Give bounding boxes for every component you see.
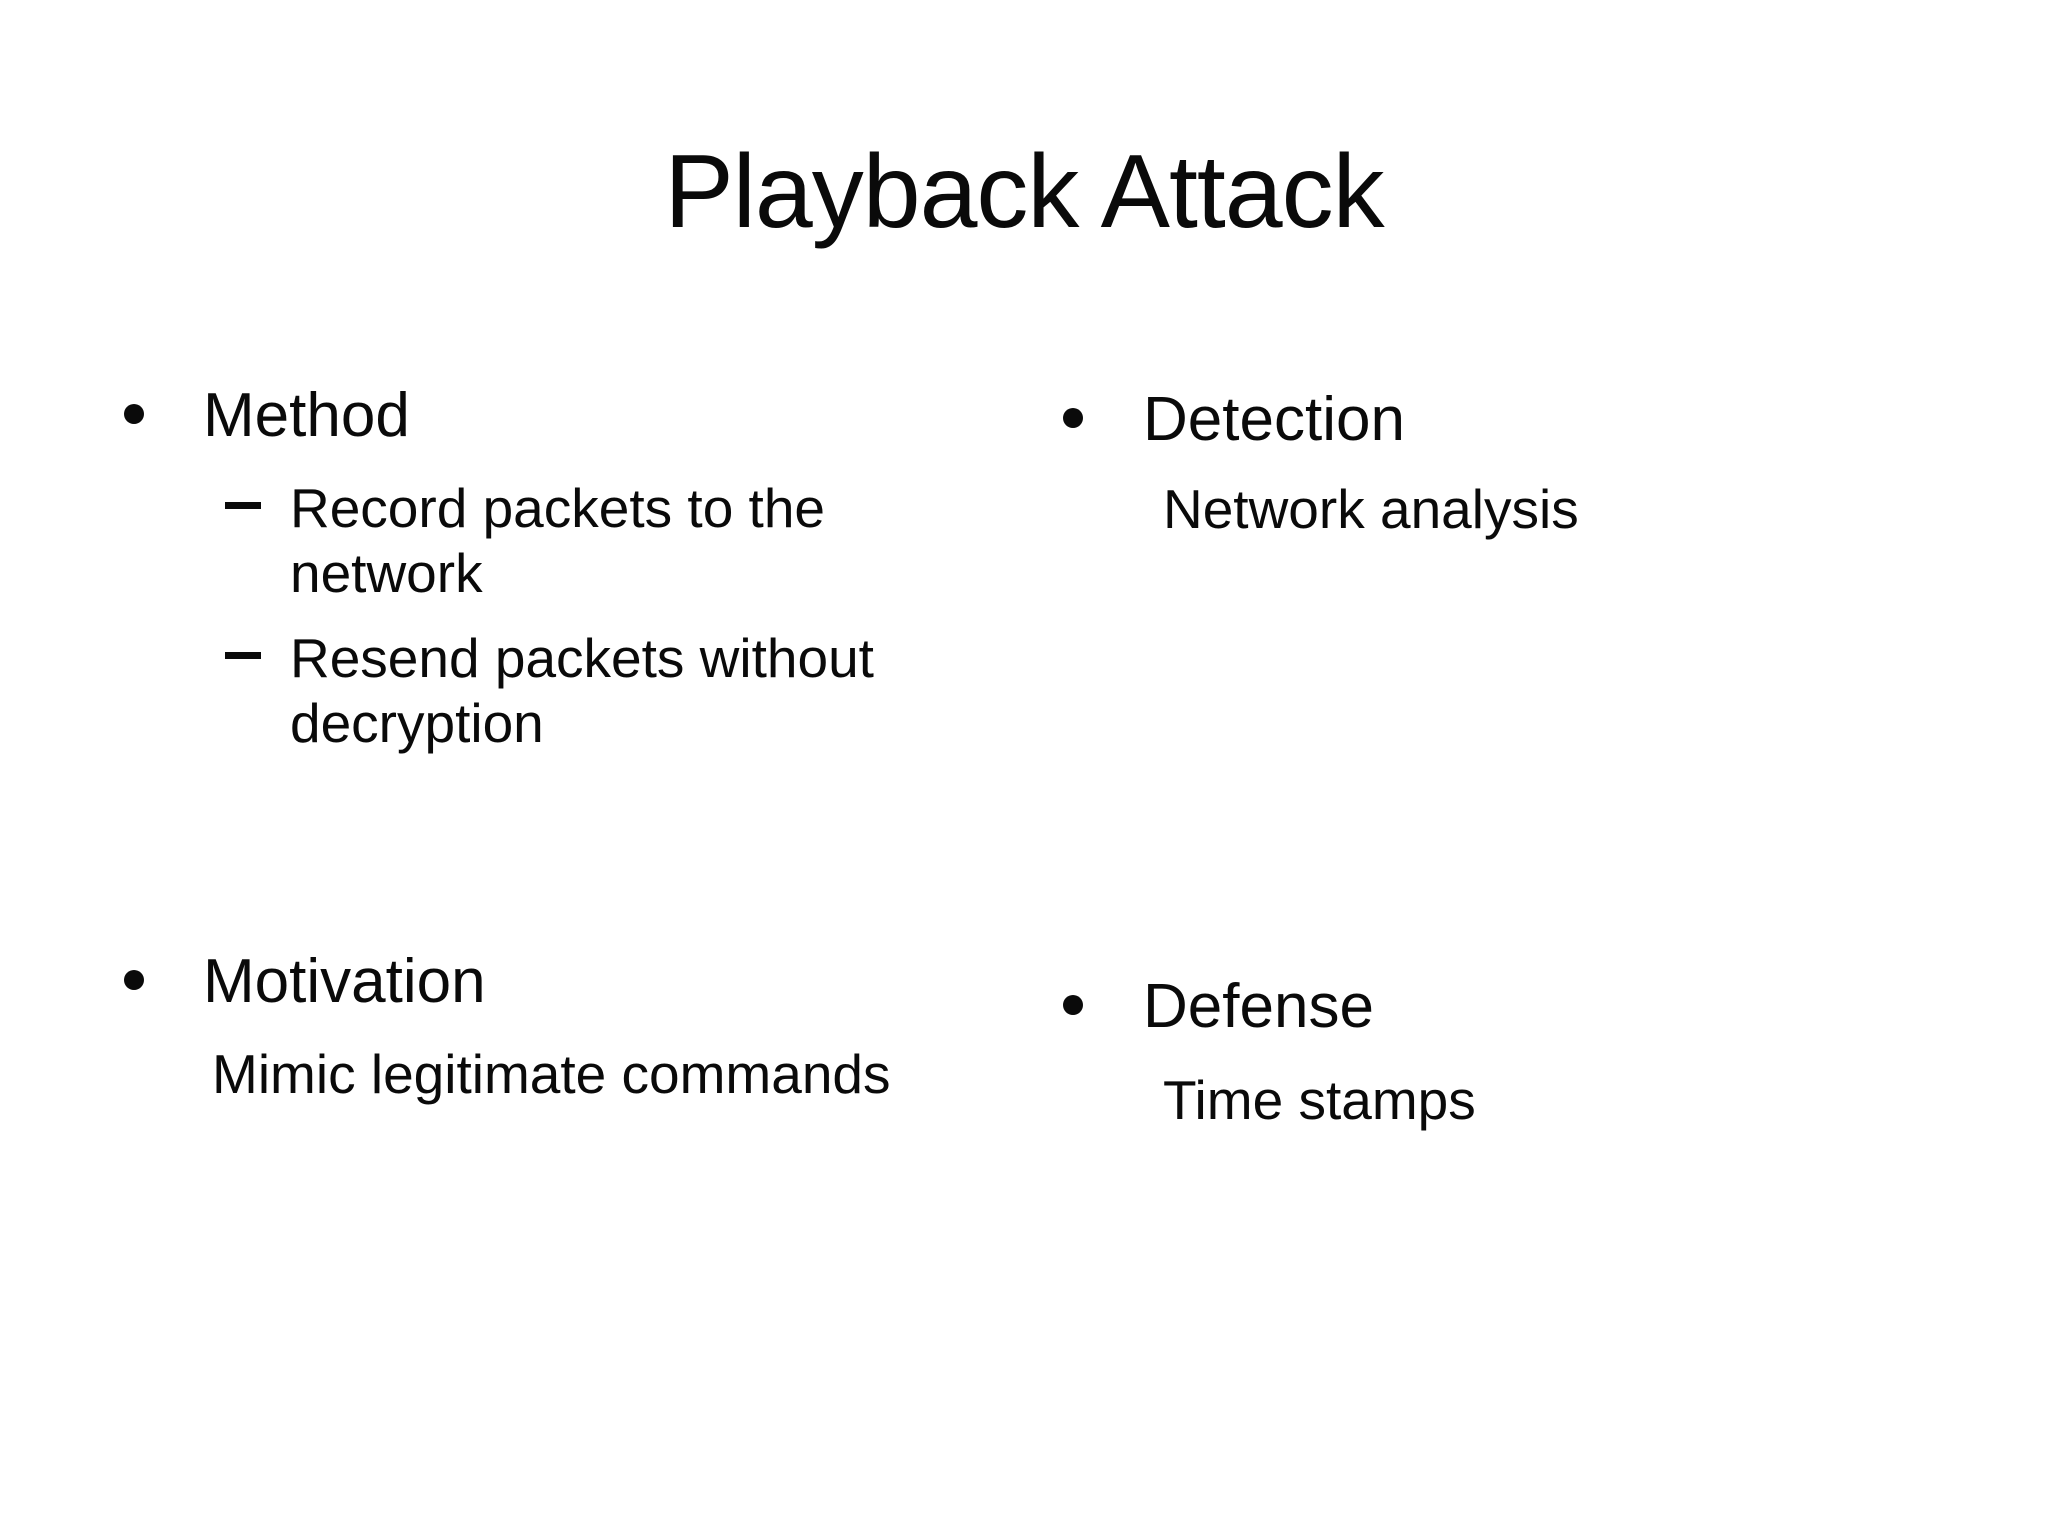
- slide-title: Playback Attack: [664, 134, 1384, 250]
- section-defense: Defense: [1063, 973, 1374, 1041]
- bullet-dot-icon: [1063, 995, 1083, 1015]
- section-heading-method: Method: [203, 381, 410, 450]
- bullet-dot-icon: [124, 404, 144, 424]
- sub-item-record-packets: Record packets to the network: [225, 476, 910, 606]
- section-heading-defense: Defense: [1143, 972, 1374, 1041]
- section-method: Method: [124, 382, 410, 450]
- bullet-dot-icon: [1063, 408, 1083, 428]
- sub-item-mimic-commands: Mimic legitimate commands: [212, 1043, 891, 1105]
- sub-item-resend-packets: Resend packets without decryption: [225, 626, 910, 756]
- sub-item-text: Resend packets without decryption: [290, 627, 874, 754]
- section-motivation: Motivation: [124, 948, 486, 1016]
- sub-item-network-analysis: Network analysis: [1163, 478, 1579, 540]
- bullet-dot-icon: [124, 970, 144, 990]
- dash-icon: [225, 652, 261, 659]
- dash-icon: [225, 502, 261, 509]
- sub-item-time-stamps: Time stamps: [1163, 1069, 1476, 1131]
- section-heading-detection: Detection: [1143, 385, 1405, 454]
- sub-item-text: Record packets to the network: [290, 477, 826, 604]
- section-detection: Detection: [1063, 386, 1405, 454]
- section-heading-motivation: Motivation: [203, 947, 486, 1016]
